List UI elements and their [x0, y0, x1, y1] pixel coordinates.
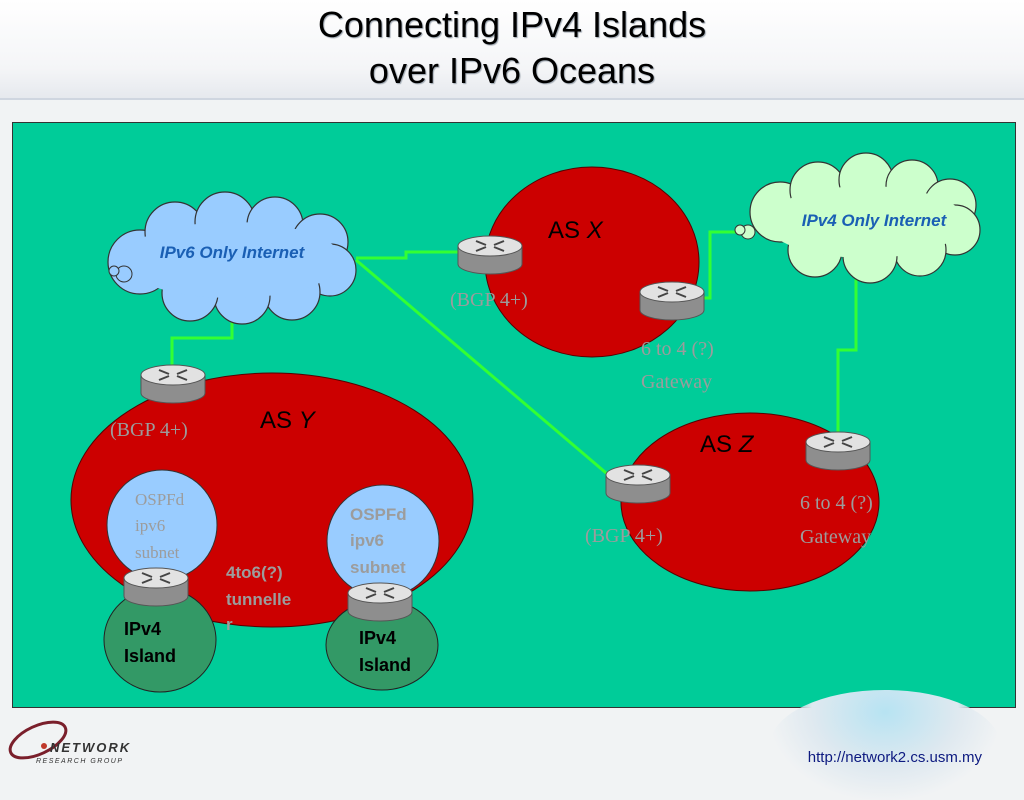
router-as-y-bgp[interactable]: [140, 364, 206, 404]
router-as-x-bgp[interactable]: [457, 235, 523, 275]
title-band: [0, 0, 1024, 100]
router-island-right[interactable]: [347, 582, 413, 622]
ospf-left-line2: ipv6: [135, 516, 165, 535]
island-left-line2: Island: [124, 646, 176, 666]
title-line-1: Connecting IPv4 Islands: [317, 4, 707, 45]
as-x-bgp-label: (BGP 4+): [450, 289, 528, 311]
ospf-left-line1: OSPFd: [135, 490, 185, 509]
as-y-label: AS Y: [260, 407, 317, 434]
network-diagram: AS X AS Y AS Z IPv6 Only Internet: [8, 152, 981, 765]
slide-title: Connecting IPv4 Islands over IPv6 Oceans: [0, 2, 1024, 94]
router-as-x-gateway[interactable]: [639, 281, 705, 321]
ospf-right-line2: ipv6: [350, 531, 384, 550]
router-island-left[interactable]: [123, 567, 189, 607]
ipv4-cloud-label: IPv4 Only Internet: [802, 211, 948, 230]
router-as-z-gateway[interactable]: [805, 431, 871, 471]
as-x-label: AS X: [548, 217, 604, 244]
svg-text:NETWORK: NETWORK: [50, 740, 131, 755]
link-ipv4cloud-asz: [836, 272, 858, 436]
tunneller-line2: tunnelle: [226, 590, 291, 609]
ipv6-cloud: [107, 191, 357, 325]
tunneller-line1: 4to6(?): [226, 563, 283, 582]
island-right-line1: IPv4: [359, 628, 396, 648]
as-z-gateway-line2: Gateway: [800, 526, 871, 548]
as-x-gateway-line1: 6 to 4 (?): [641, 338, 714, 360]
as-z-gateway-line1: 6 to 4 (?): [800, 492, 873, 514]
island-right-line2: Island: [359, 655, 411, 675]
as-y-bgp-label: (BGP 4+): [110, 419, 188, 441]
network-research-group-logo: NETWORK RESEARCH GROUP: [8, 720, 131, 765]
ospf-right-line3: subnet: [350, 558, 406, 577]
tunneller-line3: r: [226, 615, 233, 634]
ipv6-cloud-label: IPv6 Only Internet: [160, 243, 306, 262]
as-x-gateway-line2: Gateway: [641, 371, 712, 393]
svg-text:RESEARCH GROUP: RESEARCH GROUP: [36, 758, 124, 765]
link-ipv6cloud-asx: [356, 250, 460, 260]
title-line-2: over IPv6 Oceans: [368, 50, 656, 91]
footer-url[interactable]: http://network2.cs.usm.my: [807, 749, 982, 766]
link-ipv6cloud-asz: [355, 258, 613, 480]
ipv4-cloud: [734, 152, 981, 284]
link-ipv6cloud-asy: [170, 316, 234, 374]
as-z-label: AS Z: [700, 431, 755, 458]
router-as-z-bgp[interactable]: [605, 464, 671, 504]
ospf-right-line1: OSPFd: [350, 505, 407, 524]
as-z-bgp-label: (BGP 4+): [585, 525, 663, 547]
ospf-left-line3: subnet: [135, 543, 180, 562]
island-left-line1: IPv4: [124, 619, 161, 639]
